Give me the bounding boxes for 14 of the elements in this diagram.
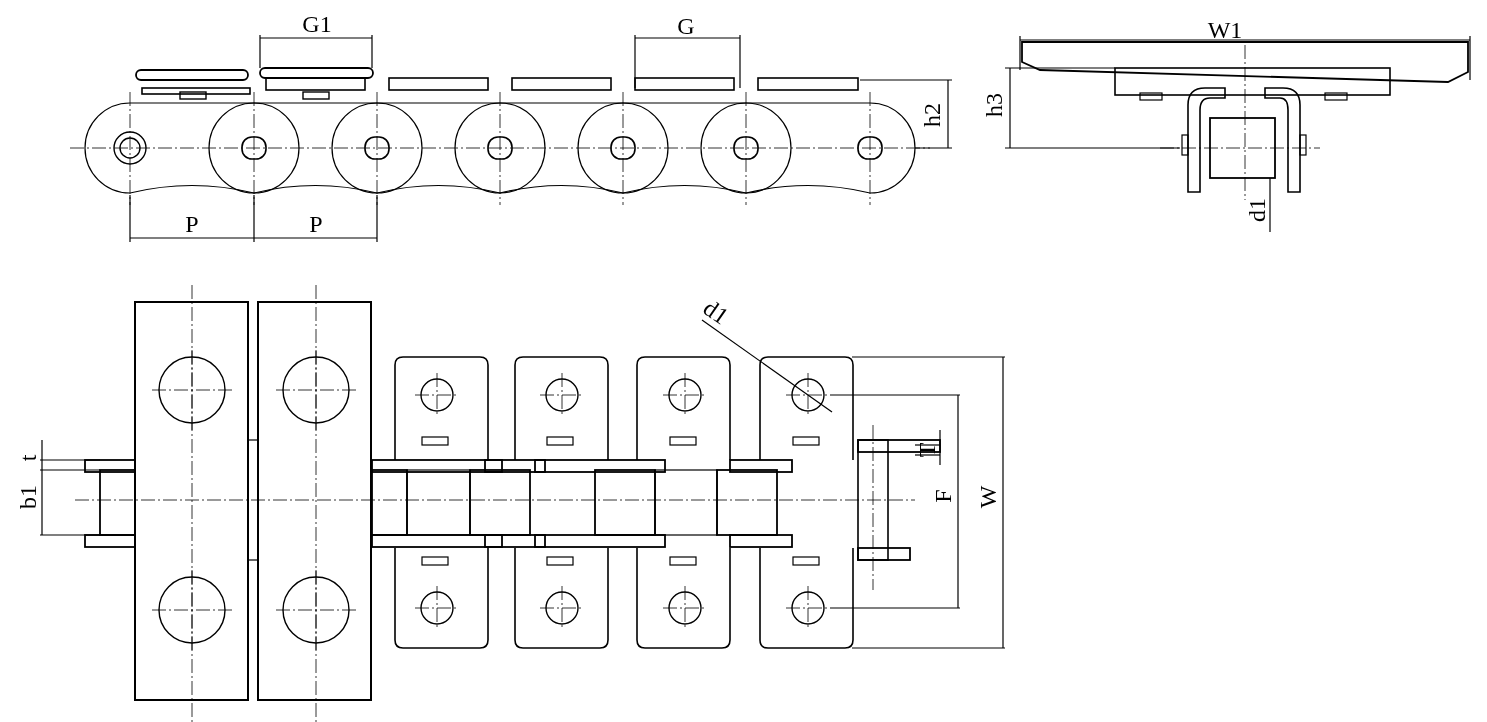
- dimension-label: G: [677, 14, 695, 38]
- dimension-label: t: [16, 454, 40, 462]
- dimension-label: T: [915, 442, 939, 458]
- dimension-label: d1: [1245, 198, 1269, 222]
- dimension-label: h3: [982, 93, 1006, 117]
- dimension-label: b1: [16, 485, 40, 509]
- dimension-label: h2: [920, 103, 944, 127]
- dimension-label: d1: [699, 295, 733, 329]
- dimension-label: P: [185, 212, 199, 236]
- dimension-label: W1: [1207, 18, 1243, 42]
- dimension-label: P: [309, 212, 323, 236]
- dimension-label: G1: [302, 12, 332, 36]
- dimension-label: F: [931, 489, 955, 503]
- dimension-label: W: [976, 485, 1000, 509]
